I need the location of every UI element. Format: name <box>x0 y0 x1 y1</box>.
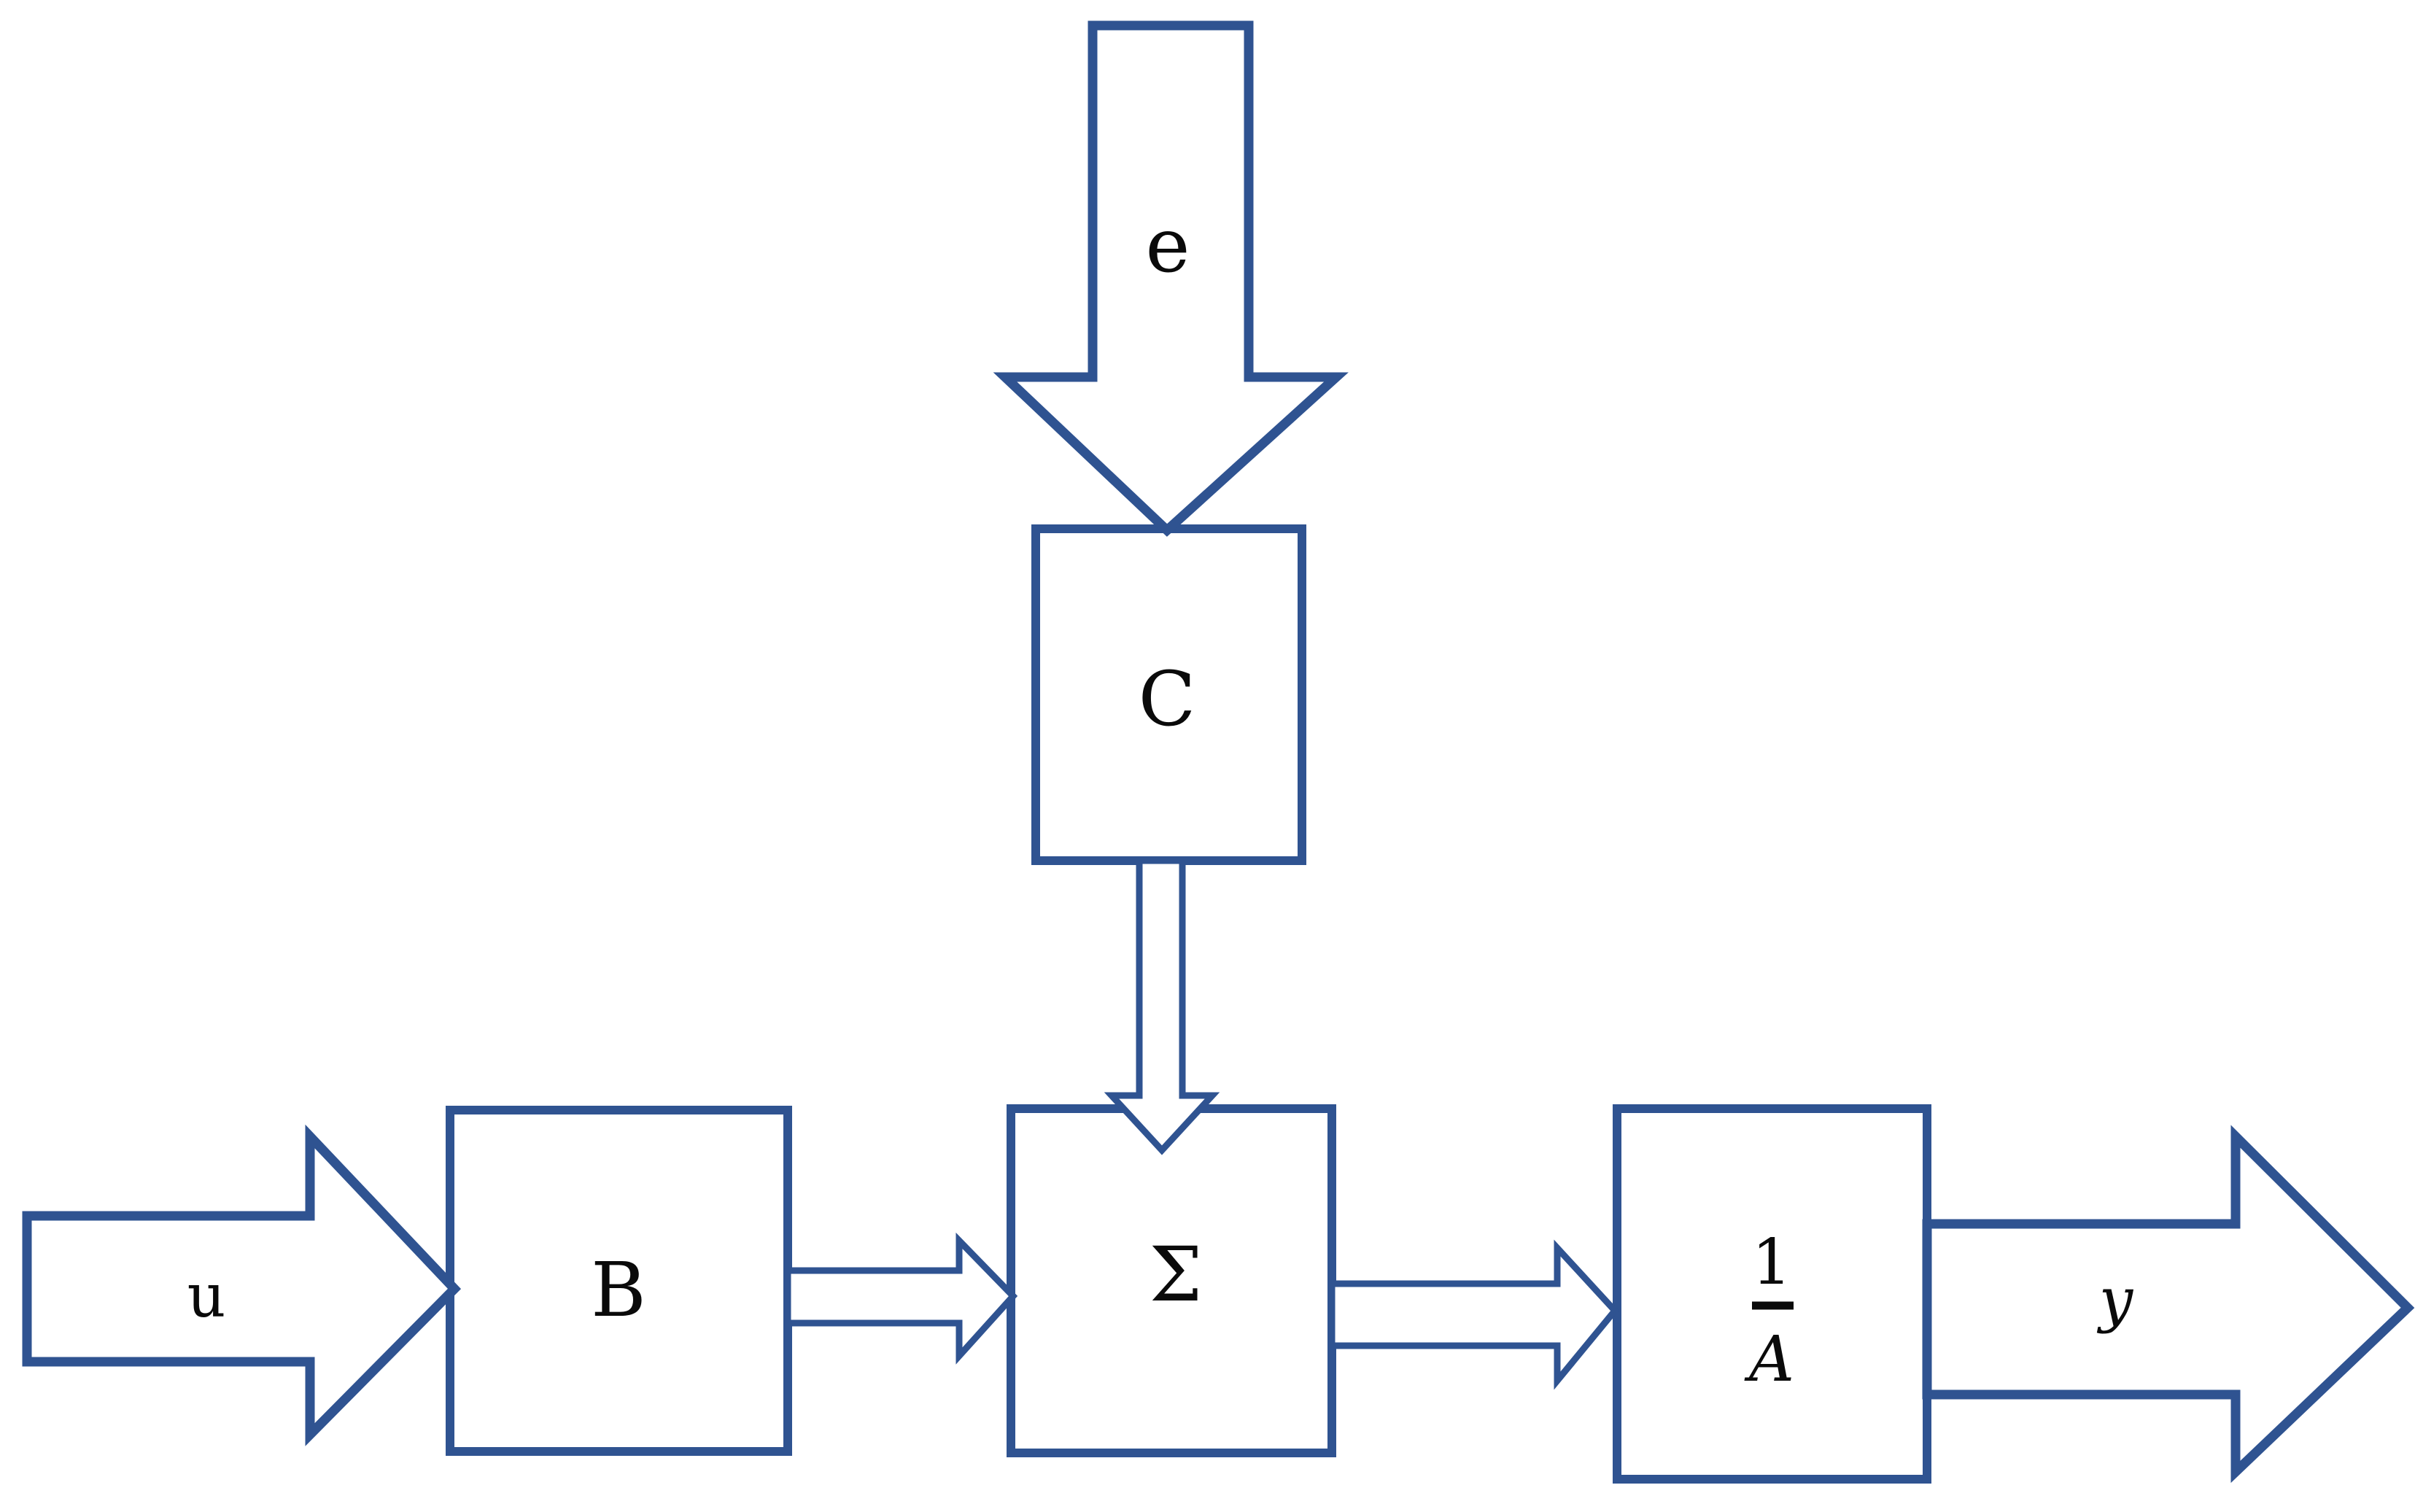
input-label: u <box>187 1262 226 1331</box>
inverse-a-denominator: A <box>1744 1323 1794 1396</box>
b-to-sum-arrow <box>784 1232 1018 1365</box>
gain-b-label: B <box>591 1247 646 1334</box>
summation-label: Σ <box>1150 1231 1203 1319</box>
disturbance-arrow <box>993 20 1349 537</box>
input-arrow <box>22 1124 462 1446</box>
controller-label: C <box>1139 656 1196 743</box>
disturbance-label: e <box>1146 202 1190 290</box>
inverse-a-numerator: 1 <box>1752 1226 1792 1299</box>
inverse-a-box <box>1613 1104 1931 1484</box>
summation-box <box>1007 1104 1336 1457</box>
output-label: y <box>2096 1265 2134 1335</box>
output-arrow <box>1922 1125 2415 1484</box>
controller-to-sum-arrow <box>1104 857 1220 1155</box>
sum-to-inverse-a-arrow <box>1328 1239 1619 1390</box>
controller-box <box>1031 524 1306 865</box>
gain-b-box <box>446 1106 792 1456</box>
